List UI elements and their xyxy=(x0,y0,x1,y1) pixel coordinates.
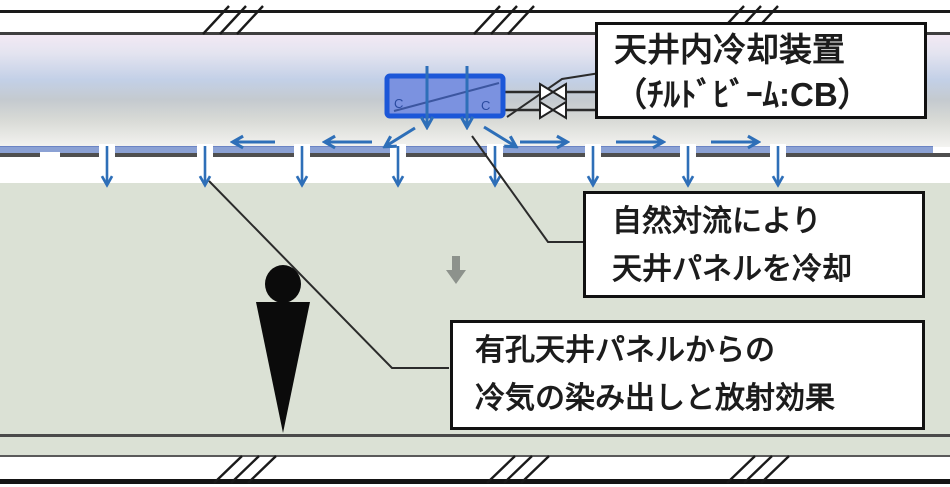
callout-natural-convection-line2: 天井パネルを冷却 xyxy=(612,253,852,286)
ceiling-panel-blue-line xyxy=(0,146,933,153)
section-break-hatch-icon-bottom xyxy=(213,455,790,484)
callout-natural-convection-line1: 自然対流により xyxy=(612,205,822,238)
ceiling-slab-upper-line xyxy=(0,10,950,13)
coil-diagonal xyxy=(393,82,500,112)
downdraft-gray-arrow-icon xyxy=(446,256,466,284)
panel-perforation-gap xyxy=(40,152,60,158)
bowtie-valve-icon xyxy=(539,82,567,102)
coil-right-mark: C xyxy=(481,98,490,113)
callout-ceiling-device-line1: 天井内冷却装置 xyxy=(614,31,845,68)
bottom-slab-line xyxy=(0,479,950,484)
airflow-arrow-icon xyxy=(107,66,778,184)
floor-upper-line xyxy=(0,434,950,437)
callout-ceiling-device: 天井内冷却装置 （ﾁﾙﾄﾞﾋﾞｰﾑ:CB） xyxy=(595,22,927,119)
leader-line-convection xyxy=(471,135,583,243)
callout-ceiling-device-line2: （ﾁﾙﾄﾞﾋﾞｰﾑ:CB） xyxy=(614,76,871,113)
coil-left-mark: C xyxy=(394,96,403,111)
callout-natural-convection: 自然対流により 天井パネルを冷却 xyxy=(583,191,925,298)
leader-line-perforated-panel xyxy=(208,180,449,369)
callout-perforated-panel: 有孔天井パネルからの 冷気の染み出しと放射効果 xyxy=(450,320,925,430)
bowtie-valve-icon xyxy=(539,100,567,120)
callout-perforated-panel-line2: 冷気の染み出しと放射効果 xyxy=(475,382,835,415)
floor-slab-band xyxy=(0,437,950,455)
ceiling-panel-gray-line xyxy=(0,153,950,157)
callout-perforated-panel-line1: 有孔天井パネルからの xyxy=(475,334,775,367)
floor-lower-line xyxy=(0,455,950,457)
chilled-beam-icon: C C xyxy=(384,73,506,119)
person-silhouette-icon xyxy=(256,265,310,433)
